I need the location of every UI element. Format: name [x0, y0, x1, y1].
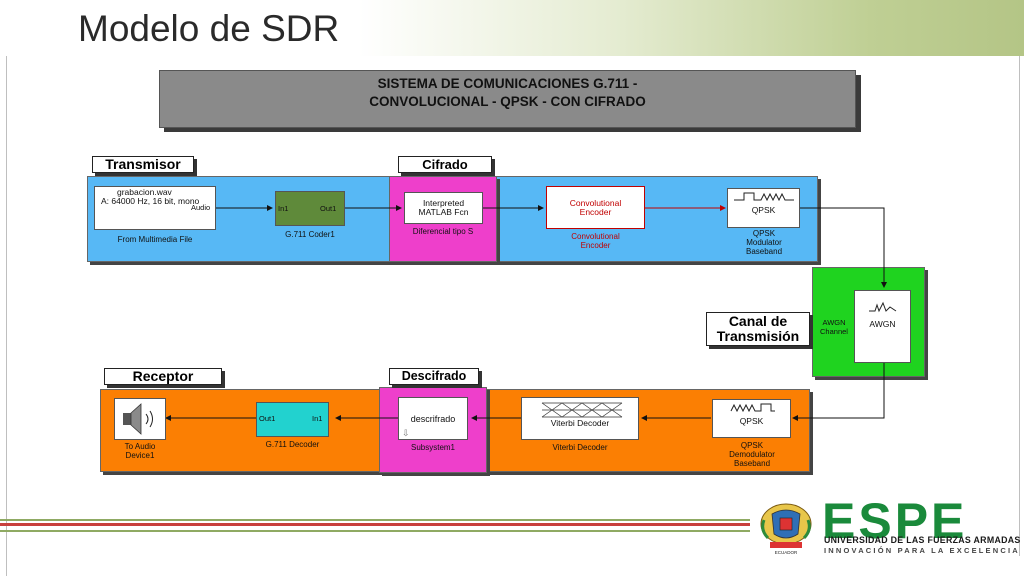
qpsk-demod-label: QPSK	[739, 416, 764, 426]
qpsk-mod-caption-3: Baseband	[745, 247, 783, 256]
tag-canal-line2: Transmisión	[716, 328, 800, 344]
right-border-line	[1019, 56, 1020, 556]
multimedia-file-format: A: 64000 Hz, 16 bit, mono	[101, 196, 200, 206]
qpsk-mod-caption: QPSK Modulator Baseband	[721, 229, 807, 256]
slide-header-bar	[0, 0, 1024, 56]
qpsk-demod-caption-2: Demodulator	[729, 450, 775, 459]
footer-line-red	[0, 523, 750, 526]
multimedia-file-name: grabacion.wav	[117, 187, 172, 197]
awgn-side-2: Channel	[820, 327, 848, 336]
espe-wordmark: ESPE	[822, 493, 968, 549]
banner-line-1: SISTEMA DE COMUNICACIONES G.711 -	[377, 76, 638, 91]
fcn-line-2: MATLAB Fcn	[418, 207, 469, 217]
decoder-port-out: Out1	[259, 414, 276, 423]
encoder-caption-2: Encoder	[580, 241, 611, 250]
multimedia-port-audio: Audio	[191, 203, 211, 212]
trellis-icon	[541, 402, 623, 418]
model-banner: SISTEMA DE COMUNICACIONES G.711 - CONVOL…	[159, 70, 856, 128]
tag-receptor: Receptor	[104, 368, 222, 385]
coder-caption: G.711 Coder1	[285, 230, 335, 239]
qpsk-demod-caption-3: Baseband	[733, 459, 771, 468]
awgn-label: AWGN	[869, 319, 896, 329]
tag-cifrado: Cifrado	[398, 156, 492, 173]
awgn-channel-block[interactable]: AWGN	[854, 290, 911, 363]
banner-line-2: CONVOLUCIONAL - QPSK - CON CIFRADO	[369, 94, 646, 109]
subsystem-caption: Subsystem1	[410, 443, 456, 452]
viterbi-caption: Viterbi Decoder	[552, 443, 608, 452]
qpsk-mod-caption-2: Modulator	[746, 238, 782, 247]
university-name: UNIVERSIDAD DE LAS FUERZAS ARMADAS	[824, 535, 1021, 545]
viterbi-decoder-block[interactable]: Viterbi Decoder	[521, 397, 639, 440]
encoder-caption: Convolutional Encoder	[546, 232, 645, 250]
qpsk-mod-caption-1: QPSK	[752, 229, 776, 238]
g711-decoder-block[interactable]	[256, 402, 329, 437]
tag-canal: Canal de Transmisión	[706, 312, 810, 346]
slide-title: Modelo de SDR	[78, 8, 340, 49]
encoder-line-1: Convolutional	[569, 198, 622, 208]
wire-awgn-to-demodulator	[792, 363, 885, 421]
qpsk-modulator-block[interactable]: QPSK	[727, 188, 800, 228]
qpsk-demod-caption-1: QPSK	[740, 441, 764, 450]
fcn-caption: Diferencial tipo S	[412, 227, 474, 236]
university-motto: INNOVACIÓN PARA LA EXCELENCIA	[824, 546, 1020, 555]
tag-descifrado: Descifrado	[389, 368, 479, 385]
viterbi-label: Viterbi Decoder	[550, 418, 610, 428]
multimedia-caption: From Multimedia File	[117, 235, 193, 244]
audio-out-caption-1: To Audio	[124, 442, 156, 451]
awgn-side-caption: AWGN Channel	[814, 318, 854, 336]
decoder-port-in: In1	[312, 414, 323, 423]
wire-modulator-to-awgn	[800, 207, 887, 288]
qpsk-mod-waveform-icon	[734, 192, 794, 202]
footer-line-green-bottom	[0, 530, 750, 532]
awgn-side-1: AWGN	[822, 318, 846, 327]
subsystem-label: descrifrado	[410, 414, 456, 424]
interpreted-matlab-fcn-block[interactable]: Interpreted MATLAB Fcn	[404, 192, 483, 224]
coder-port-in: In1	[278, 204, 289, 213]
qpsk-demod-caption: QPSK Demodulator Baseband	[706, 441, 798, 468]
encoder-line-2: Encoder	[579, 207, 612, 217]
coder-port-out: Out1	[320, 204, 337, 213]
tag-canal-line1: Canal de	[728, 313, 788, 329]
to-audio-device-block[interactable]	[114, 398, 166, 440]
descifrado-subsystem-block[interactable]: descrifrado ⇩	[398, 397, 468, 440]
emblem-shield-icon: ECUADOR	[760, 503, 812, 555]
decoder-caption: G.711 Decoder	[265, 440, 320, 449]
tag-transmisor: Transmisor	[92, 156, 194, 173]
left-border-line	[6, 56, 7, 576]
audio-out-caption-2: Device1	[125, 451, 155, 460]
speaker-icon	[123, 403, 153, 435]
espe-emblem-logo: ECUADOR	[756, 500, 816, 556]
from-multimedia-file-block[interactable]: grabacion.wav A: 64000 Hz, 16 bit, mono	[94, 186, 216, 230]
qpsk-demod-waveform-icon	[730, 403, 775, 413]
g711-coder-block[interactable]	[275, 191, 345, 226]
qpsk-mod-label: QPSK	[751, 205, 776, 215]
qpsk-demodulator-block[interactable]: QPSK	[712, 399, 791, 438]
emblem-text: ECUADOR	[775, 550, 798, 555]
footer-line-green-top	[0, 519, 750, 521]
convolutional-encoder-block[interactable]: Convolutional Encoder	[546, 186, 645, 229]
awgn-waveform-icon	[869, 301, 897, 313]
audio-out-caption: To Audio Device1	[104, 442, 176, 460]
fcn-line-1: Interpreted	[422, 198, 465, 208]
subsystem-icon: ⇩	[402, 428, 410, 438]
encoder-caption-1: Convolutional	[571, 232, 620, 241]
